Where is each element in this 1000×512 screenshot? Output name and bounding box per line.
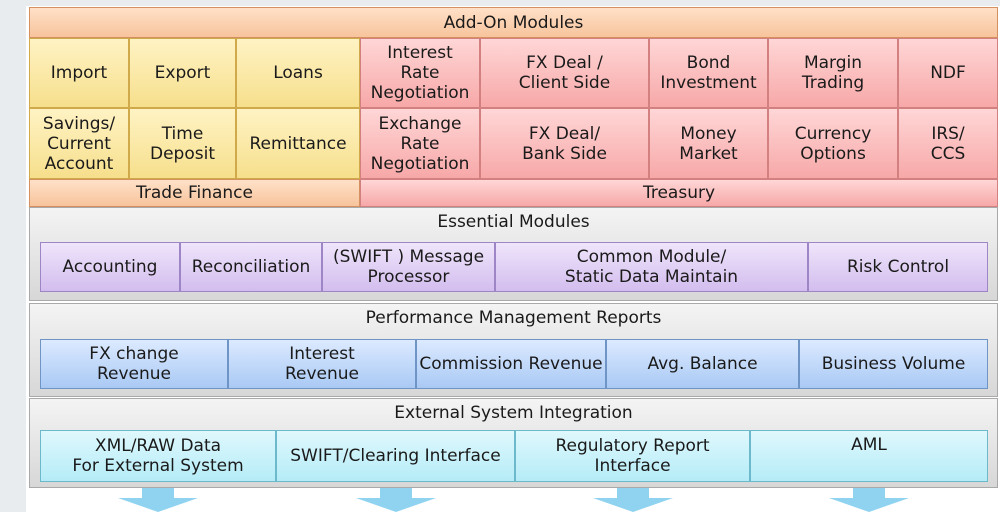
module-architecture-diagram: Add-On Modules Import Export Loans Savin… (26, 6, 1000, 512)
module-exchange-rate-negotiation: Exchange Rate Negotiation (360, 108, 480, 179)
performance-reports-title: Performance Management Reports (365, 308, 662, 328)
group-label-treasury: Treasury (360, 179, 998, 207)
report-commission-revenue: Commission Revenue (416, 339, 606, 389)
down-arrow-icon (829, 488, 909, 512)
down-arrow-icon (118, 488, 198, 512)
down-arrow-icon (593, 488, 673, 512)
module-import: Import (29, 38, 129, 108)
external-integration-title: External System Integration (394, 403, 633, 423)
module-interest-rate-negotiation: Interest Rate Negotiation (360, 38, 480, 108)
integration-xml-raw-data: XML/RAW Data For External System (40, 430, 276, 482)
down-arrow-icon (356, 488, 436, 512)
module-bond-investment: Bond Investment (649, 38, 768, 108)
integration-swift-clearing: SWIFT/Clearing Interface (276, 430, 515, 482)
module-loans: Loans (236, 38, 360, 108)
module-remittance: Remittance (236, 108, 360, 179)
module-currency-options: Currency Options (768, 108, 898, 179)
group-label-trade-finance: Trade Finance (29, 179, 360, 207)
module-fx-deal-bank-side: FX Deal/ Bank Side (480, 108, 649, 179)
module-reconciliation: Reconciliation (180, 242, 322, 292)
module-time-deposit: Time Deposit (129, 108, 236, 179)
module-swift-message-processor: (SWIFT ) Message Processor (322, 242, 495, 292)
integration-aml: AML (750, 430, 988, 482)
module-fx-deal-client-side: FX Deal / Client Side (480, 38, 649, 108)
module-savings-current-account: Savings/ Current Account (29, 108, 129, 179)
essential-modules-title: Essential Modules (437, 212, 590, 232)
addon-modules-header: Add-On Modules (29, 7, 998, 38)
module-common-static-data: Common Module/ Static Data Maintain (495, 242, 808, 292)
report-avg-balance: Avg. Balance (606, 339, 799, 389)
module-money-market: Money Market (649, 108, 768, 179)
integration-regulatory-report: Regulatory Report Interface (515, 430, 750, 482)
report-business-volume: Business Volume (799, 339, 988, 389)
module-risk-control: Risk Control (808, 242, 988, 292)
module-export: Export (129, 38, 236, 108)
module-ndf: NDF (898, 38, 998, 108)
report-fx-change-revenue: FX change Revenue (40, 339, 228, 389)
module-irs-ccs: IRS/ CCS (898, 108, 998, 179)
module-accounting: Accounting (40, 242, 180, 292)
report-interest-revenue: Interest Revenue (228, 339, 416, 389)
module-margin-trading: Margin Trading (768, 38, 898, 108)
